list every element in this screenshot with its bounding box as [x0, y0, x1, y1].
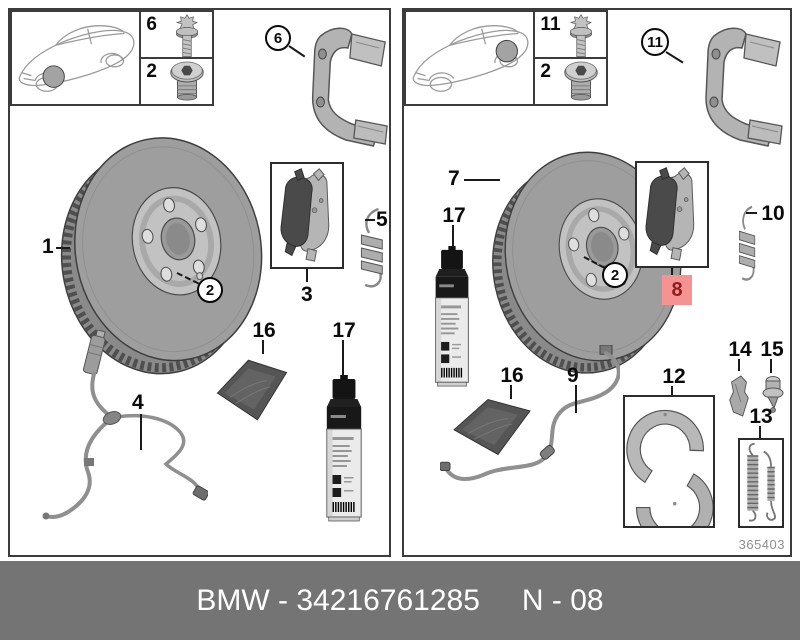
torx-bolt-icon [175, 14, 199, 58]
caliper-carrier-drawing [705, 27, 783, 147]
callout-clip[interactable]: 10 [761, 202, 785, 225]
car-location-thumbnail [406, 12, 536, 104]
leader-line [759, 426, 761, 438]
brake-shoes-drawing [625, 397, 713, 526]
callout-cleaner[interactable]: 17 [442, 204, 466, 227]
plug-screw-icon [564, 61, 598, 101]
callout-carrier[interactable]: 11 [641, 28, 669, 56]
spray-can-drawing [323, 375, 365, 523]
brake-pads-drawing [280, 168, 330, 262]
callout-pads[interactable]: 3 [301, 283, 313, 306]
leader-line [140, 414, 142, 450]
car-outline-icon [412, 25, 529, 92]
rear-axle-inset: 11 2 [404, 10, 608, 106]
leader-line [510, 385, 512, 399]
paste-packet-drawing [453, 399, 531, 455]
callout-adjuster[interactable]: 15 [760, 338, 784, 361]
car-location-thumbnail [12, 12, 142, 104]
springs-box [738, 438, 784, 528]
callout-pads-highlighted[interactable]: 8 [671, 278, 683, 301]
diagram-code: 365403 [738, 537, 785, 552]
fastener-label[interactable]: 2 [540, 61, 551, 82]
footer-page-ref: N - 08 [521, 583, 604, 617]
leader-line [452, 225, 454, 247]
leader-line [464, 179, 500, 181]
leader-line [306, 269, 308, 282]
caliper-carrier-drawing [311, 27, 388, 147]
footer-bar: BMW - 34216761285 N - 08 [0, 561, 800, 640]
rear-axle-highlight-dot [495, 39, 518, 63]
callout-paste[interactable]: 16 [252, 319, 276, 342]
front-axle-highlight-dot [42, 65, 65, 88]
leader-line [770, 359, 772, 373]
leader-line [671, 386, 673, 395]
fastener-cell-2: 2 [141, 59, 212, 104]
callout-set-screw[interactable]: 2 [602, 262, 628, 288]
callout-sensor[interactable]: 4 [132, 391, 144, 414]
fastener-cell-6: 6 [141, 12, 212, 59]
fastener-label[interactable]: 6 [146, 14, 157, 35]
fastener-cell-2: 2 [535, 59, 606, 104]
pads-highlight-tag[interactable]: 8 [662, 275, 692, 305]
callout-springs[interactable]: 13 [749, 405, 773, 428]
callout-set-screw[interactable]: 2 [197, 277, 223, 303]
car-outline-icon [18, 25, 135, 92]
leader-line [342, 340, 344, 376]
callout-carrier[interactable]: 6 [265, 25, 291, 51]
leader-line [665, 51, 684, 64]
return-springs-drawing [740, 440, 782, 526]
leader-line [56, 247, 70, 249]
spray-can-drawing [432, 246, 472, 388]
fastener-label[interactable]: 2 [146, 61, 157, 82]
callout-shoes[interactable]: 12 [662, 365, 686, 388]
front-brake-panel: 6 2 6 1 2 3 5 [8, 8, 391, 557]
paste-packet-drawing [216, 359, 288, 421]
brake-pads-box [635, 161, 709, 268]
callout-disc[interactable]: 1 [42, 235, 54, 258]
leader-line [365, 219, 375, 221]
callout-sensor[interactable]: 9 [567, 364, 579, 387]
leader-line [575, 385, 577, 413]
torx-bolt-icon [569, 14, 593, 58]
callout-expander[interactable]: 14 [728, 338, 752, 361]
brake-pads-drawing [645, 167, 695, 261]
plug-screw-icon [170, 61, 204, 101]
brake-shoes-box [623, 395, 715, 528]
callout-clip[interactable]: 5 [376, 208, 388, 231]
leader-line [671, 268, 673, 275]
callout-paste[interactable]: 16 [500, 364, 524, 387]
brake-pads-box [270, 162, 344, 269]
footer-part-number: BMW - 34216761285 [196, 583, 480, 617]
fastener-label[interactable]: 11 [540, 14, 561, 35]
fastener-cell-11: 11 [535, 12, 606, 59]
retaining-clip-drawing [738, 205, 756, 281]
wear-sensor-drawing [40, 330, 208, 522]
rear-brake-panel: 11 2 11 7 2 17 8 [402, 8, 792, 557]
leader-line [738, 359, 740, 371]
leader-line [262, 340, 264, 354]
leader-line [746, 212, 757, 214]
front-axle-inset: 6 2 [10, 10, 214, 106]
callout-cleaner[interactable]: 17 [332, 319, 356, 342]
callout-disc[interactable]: 7 [448, 167, 460, 190]
